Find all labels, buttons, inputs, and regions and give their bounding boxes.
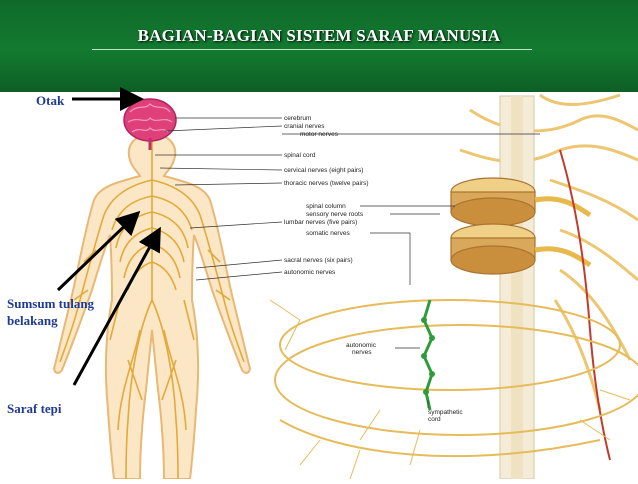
label-autonomic-nerves-detail-1: autonomic	[346, 342, 377, 349]
arrow-sumsum	[56, 210, 141, 292]
label-somatic-nerves: somatic nerves	[306, 230, 350, 237]
label-spinal-cord: spinal cord	[284, 152, 316, 159]
arrow-saraf-tepi	[72, 226, 161, 386]
title-underline	[92, 49, 532, 50]
spinal-detail-figure	[269, 93, 638, 480]
diagram-labels: cerebrum cranial nerves motor nerves spi…	[284, 115, 463, 423]
label-autonomic-nerves: autonomic nerves	[284, 269, 336, 276]
label-thoracic-nerves: thoracic nerves (twelve pairs)	[284, 180, 369, 187]
label-sensory-roots: sensory nerve roots	[306, 211, 364, 218]
label-autonomic-nerves-detail-2: nerves	[352, 349, 372, 356]
label-cranial-nerves: cranial nerves	[284, 123, 325, 130]
human-body-figure	[53, 98, 251, 480]
label-sacral-nerves: sacral nerves (six pairs)	[284, 257, 353, 264]
label-sympathetic-1: sympathetic	[428, 409, 463, 416]
label-sumsum-line2: belakang	[7, 313, 58, 328]
label-spinal-column: spinal column	[306, 203, 346, 210]
label-sumsum-line1: Sumsum tulang	[7, 296, 95, 311]
label-motor-nerves: motor nerves	[300, 131, 339, 138]
label-cerebrum: cerebrum	[284, 115, 311, 122]
label-otak: Otak	[36, 93, 65, 108]
label-lumbar-nerves: lumbar nerves (five pairs)	[284, 219, 357, 226]
label-cervical-nerves: cervical nerves (eight pairs)	[284, 167, 363, 174]
label-sympathetic-2: cord	[428, 416, 441, 423]
leader-lines	[155, 117, 540, 408]
page-title: BAGIAN-BAGIAN SISTEM SARAF MANUSIA	[137, 26, 501, 45]
pointer-arrows	[56, 87, 161, 386]
label-saraf-tepi: Saraf tepi	[7, 401, 62, 416]
title-banner: BAGIAN-BAGIAN SISTEM SARAF MANUSIA	[0, 0, 638, 92]
